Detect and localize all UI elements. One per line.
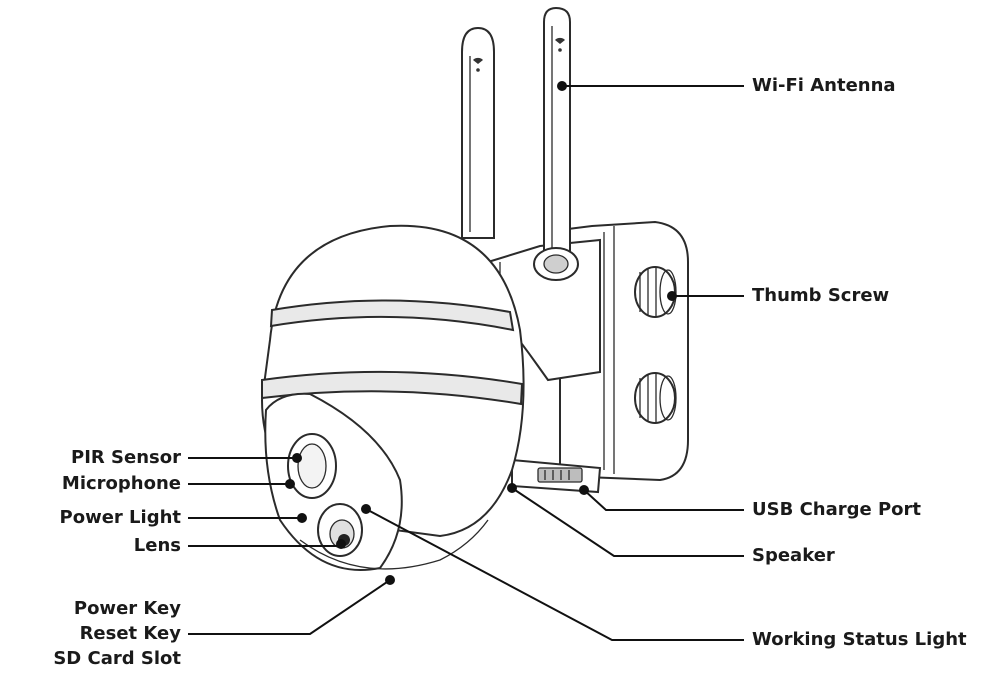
front-antenna <box>533 6 579 281</box>
label-lens: Lens <box>133 535 181 556</box>
leader-lines <box>188 81 744 641</box>
label-power-light: Power Light <box>59 507 181 528</box>
label-reset-key: Reset Key <box>79 623 181 644</box>
camera-dome <box>260 224 525 571</box>
thumb-screw-upper <box>634 266 677 318</box>
label-speaker: Speaker <box>752 545 835 566</box>
label-pir-sensor: PIR Sensor <box>71 447 181 468</box>
thumb-screw-lower <box>634 372 677 424</box>
label-wifi-antenna: Wi-Fi Antenna <box>752 75 896 96</box>
wifi-icon <box>473 57 483 64</box>
label-sd-card-slot: SD Card Slot <box>53 648 181 669</box>
usb-port <box>511 458 602 494</box>
label-usb-charge-port: USB Charge Port <box>752 499 922 520</box>
back-antenna <box>461 26 495 239</box>
wifi-icon <box>555 37 565 44</box>
label-microphone: Microphone <box>61 473 181 494</box>
label-working-status-light: Working Status Light <box>752 629 967 650</box>
label-thumb-screw: Thumb Screw <box>752 285 890 306</box>
label-power-key: Power Key <box>73 598 181 619</box>
mount-bracket <box>511 220 689 494</box>
